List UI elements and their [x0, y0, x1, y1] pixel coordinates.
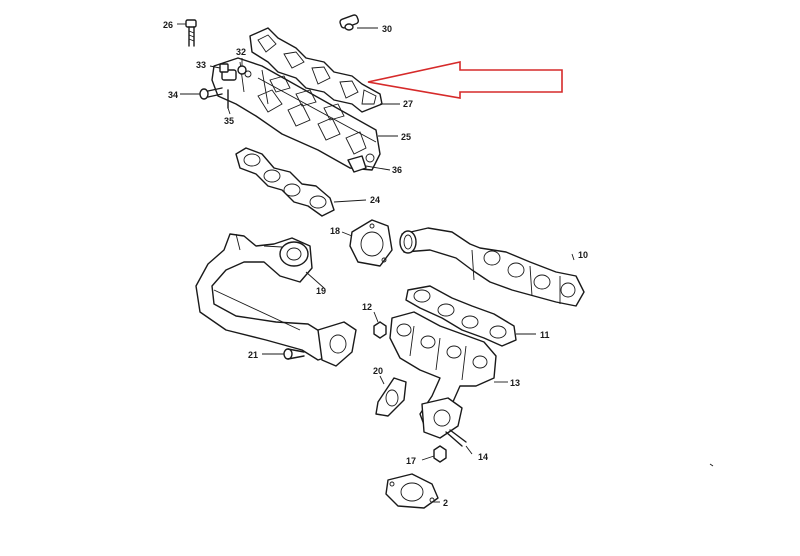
part-34-bolt [180, 87, 223, 100]
part-12-nut [373, 311, 387, 339]
callout-30: 30 [382, 24, 392, 34]
callout-13: 13 [510, 378, 520, 388]
callout-12: 12 [362, 302, 372, 312]
part-30-sensor [339, 14, 378, 31]
part-11-manifold-gasket [405, 285, 536, 347]
part-32-fitting [237, 58, 247, 75]
part-2-flange-gasket [385, 473, 440, 509]
callout-36: 36 [392, 165, 402, 175]
callout-27: 27 [403, 99, 413, 109]
callout-20: 20 [373, 366, 383, 376]
callout-19: 19 [316, 286, 326, 296]
part-19-y-pipe [195, 233, 357, 367]
highlight-arrow [367, 61, 563, 99]
part-17-nut [421, 445, 447, 463]
callout-21: 21 [248, 350, 258, 360]
callout-34: 34 [168, 90, 178, 100]
callout-33: 33 [196, 60, 206, 70]
part-21-bolt [262, 348, 305, 360]
part-10-exhaust-manifold [399, 227, 585, 307]
callout-26: 26 [163, 20, 173, 30]
stray-mark [709, 463, 714, 467]
callout-14: 14 [478, 452, 488, 462]
callout-24: 24 [370, 195, 380, 205]
callout-35: 35 [224, 116, 234, 126]
part-36-bracket [347, 155, 391, 173]
part-33-fitting [209, 63, 229, 73]
part-35-fitting [227, 89, 231, 115]
callout-10: 10 [578, 250, 588, 260]
callout-2: 2 [443, 498, 448, 508]
callout-18: 18 [330, 226, 340, 236]
part-26-bolt [177, 19, 197, 47]
part-13-exhaust-manifold [389, 311, 508, 439]
part-20-gasket [375, 375, 407, 417]
part-27-intake-gasket [249, 27, 400, 113]
part-25-intake-manifold [211, 57, 398, 171]
callout-32: 32 [236, 47, 246, 57]
part-14-stud [445, 429, 473, 455]
part-24-manifold-gasket [235, 147, 367, 217]
callout-25: 25 [401, 132, 411, 142]
part-18-ring-gasket [341, 219, 393, 267]
callout-labels: 26 30 32 33 34 35 27 25 36 24 10 18 19 1… [163, 20, 588, 508]
callout-11: 11 [540, 330, 550, 340]
callout-17: 17 [406, 456, 416, 466]
